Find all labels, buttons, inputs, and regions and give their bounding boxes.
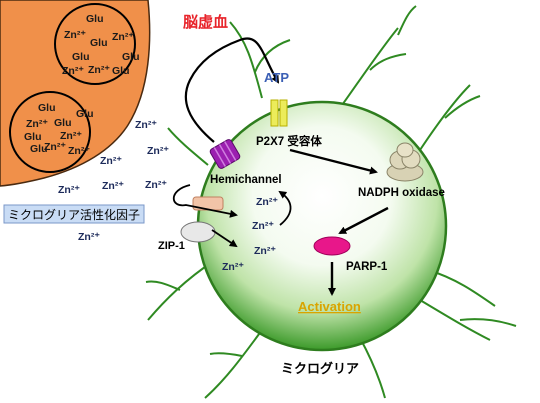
free-zinc-ion: Zn²⁺ bbox=[145, 179, 167, 191]
activation-label: Activation bbox=[298, 299, 361, 314]
free-zinc-ions: Zn²⁺ Zn²⁺ Zn²⁺ Zn²⁺ Zn²⁺ Zn²⁺ Zn²⁺ Zn²⁺ Zn²⁺ Zn²⁺… bbox=[58, 119, 278, 273]
p2x7-receptor bbox=[270, 99, 288, 127]
vesicle-2-item: Zn²⁺ bbox=[68, 145, 90, 157]
atp-release-path bbox=[184, 37, 280, 143]
nadph-oxidase bbox=[386, 142, 424, 182]
parp1 bbox=[313, 236, 351, 256]
free-zinc-ion: Zn²⁺ bbox=[222, 261, 244, 273]
vesicle-1-item: Zn²⁺ bbox=[112, 31, 134, 43]
vesicle-1-item: Glu bbox=[90, 37, 108, 49]
vesicle-2-item: Glu bbox=[54, 117, 72, 129]
free-zinc-ion: Zn²⁺ bbox=[256, 196, 278, 208]
free-zinc-ion: Zn²⁺ bbox=[147, 145, 169, 157]
p2x7-label: P2X7 受容体 bbox=[256, 134, 322, 148]
free-zinc-ion: Zn²⁺ bbox=[78, 231, 100, 243]
atp-label: ATP bbox=[264, 70, 289, 85]
vesicle-2-item: Zn²⁺ bbox=[26, 118, 48, 130]
vesicle-2-item: Glu bbox=[38, 102, 56, 114]
vesicle-2-item: Zn²⁺ bbox=[44, 141, 66, 153]
neuron-cell-body bbox=[0, 0, 151, 187]
nadph-label: NADPH oxidase bbox=[358, 187, 445, 199]
free-zinc-ion: Zn²⁺ bbox=[252, 220, 274, 232]
cell-label: ミクログリア bbox=[281, 361, 359, 376]
vesicle-1-item: Zn²⁺ bbox=[88, 64, 110, 76]
free-zinc-ion: Zn²⁺ bbox=[254, 245, 276, 257]
vesicle-2-item: Zn²⁺ bbox=[60, 130, 82, 142]
zinc-entry-path-1 bbox=[172, 184, 238, 218]
vesicle-2-item: Glu bbox=[30, 143, 48, 155]
vesicle-1-item: Glu bbox=[122, 51, 140, 63]
parp-label: PARP-1 bbox=[346, 261, 388, 273]
vesicle-2-item: Glu bbox=[76, 108, 94, 120]
zip1-transporter bbox=[180, 221, 216, 243]
title-ischemia: 脳虚血 bbox=[183, 13, 228, 31]
activation-factor-box: ミクログリア活性化因子 bbox=[3, 204, 145, 224]
activation-factor-label: ミクログリア活性化因子 bbox=[8, 208, 140, 222]
free-zinc-ion: Zn²⁺ bbox=[58, 184, 80, 196]
zinc-entry-path-2 bbox=[211, 229, 238, 248]
hemichannel bbox=[209, 139, 241, 169]
vesicle-1-item: Glu bbox=[86, 13, 104, 25]
vesicle-2-item: Glu bbox=[24, 131, 42, 143]
vesicle-1-item: Glu bbox=[112, 65, 130, 77]
free-zinc-ion: Zn²⁺ bbox=[135, 119, 157, 131]
vesicle-1-item: Glu bbox=[72, 51, 90, 63]
hemichannel-label: Hemichannel bbox=[210, 174, 282, 186]
zip1-label: ZIP-1 bbox=[158, 240, 185, 252]
arrow-nadph-to-parp bbox=[338, 206, 389, 235]
zinc-to-hemichannel-arrow bbox=[278, 190, 292, 226]
free-zinc-ion: Zn²⁺ bbox=[100, 155, 122, 167]
vesicle-1-item: Zn²⁺ bbox=[62, 65, 84, 77]
vesicle-1-item: Zn²⁺ bbox=[64, 29, 86, 41]
arrow-p2x7-to-nadph bbox=[289, 148, 378, 175]
free-zinc-ion: Zn²⁺ bbox=[102, 180, 124, 192]
